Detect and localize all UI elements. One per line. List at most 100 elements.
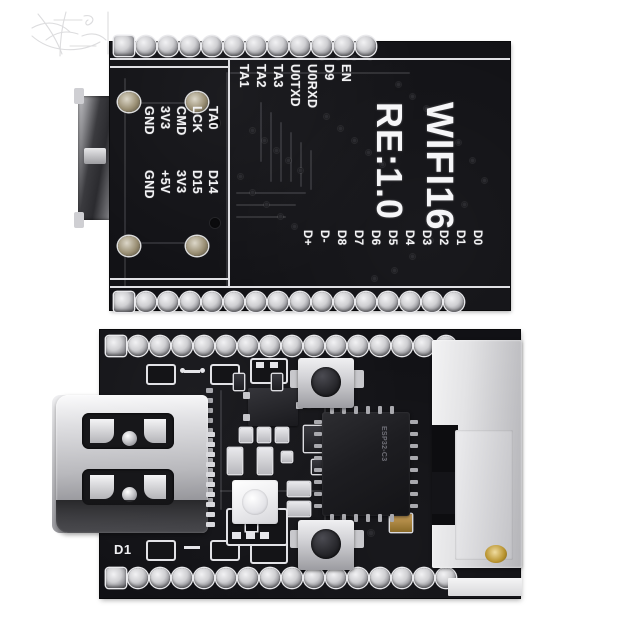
- smd-resistor: [258, 428, 270, 442]
- pad[interactable]: [128, 568, 148, 588]
- pad[interactable]: [216, 568, 236, 588]
- bottom-board-pad-row-top[interactable]: [106, 336, 456, 356]
- pad[interactable]: [202, 292, 222, 312]
- pad[interactable]: [356, 292, 376, 312]
- pad[interactable]: [414, 568, 434, 588]
- pad[interactable]: [356, 36, 376, 56]
- silk-label-5v: +5V: [158, 170, 172, 194]
- pad[interactable]: [158, 36, 178, 56]
- pad[interactable]: [106, 336, 126, 356]
- pad[interactable]: [106, 568, 126, 588]
- silk-label-d4: D4: [403, 230, 415, 246]
- pad[interactable]: [172, 568, 192, 588]
- pad[interactable]: [128, 336, 148, 356]
- smd-capacitor: [272, 374, 282, 390]
- pad[interactable]: [348, 568, 368, 588]
- pad[interactable]: [370, 336, 390, 356]
- silk-label-ta3: TA3: [271, 64, 285, 88]
- header-pad-row-top[interactable]: [114, 36, 376, 56]
- reset-button[interactable]: [298, 520, 354, 570]
- silk-mark: [256, 362, 264, 368]
- smd-capacitor: [390, 514, 412, 532]
- pad[interactable]: [312, 36, 332, 56]
- pad[interactable]: [158, 292, 178, 312]
- esp32-c3-mcu-chip: ESP32-C3: [322, 412, 410, 516]
- rgb-led: [232, 480, 278, 524]
- silk-label-gnd-b: GND: [142, 170, 156, 199]
- antenna-connector-pad: [485, 545, 507, 563]
- usb-c-shadow: [56, 500, 208, 533]
- silk-label-ta2: TA2: [254, 64, 268, 88]
- pad[interactable]: [378, 292, 398, 312]
- pad[interactable]: [246, 292, 266, 312]
- silk-board-revision: RE:1.0: [369, 102, 410, 221]
- pad[interactable]: [194, 336, 214, 356]
- silk-label-u0rxd: U0RXD: [305, 64, 319, 109]
- silk-label-3v3-b: 3V3: [174, 170, 188, 194]
- silk-label-lck: LCK: [190, 106, 204, 133]
- smd-resistor: [282, 452, 292, 462]
- pad[interactable]: [370, 568, 390, 588]
- pad[interactable]: [304, 336, 324, 356]
- pad[interactable]: [400, 292, 420, 312]
- silk-label-3v3-a: 3V3: [158, 106, 172, 130]
- pad[interactable]: [114, 292, 134, 312]
- pad[interactable]: [136, 36, 156, 56]
- pad[interactable]: [290, 36, 310, 56]
- pad[interactable]: [290, 292, 310, 312]
- smd-resistor: [258, 448, 272, 474]
- pad[interactable]: [150, 568, 170, 588]
- pad[interactable]: [216, 336, 236, 356]
- silk-mark: [270, 362, 278, 368]
- mounting-hole-bottom-left: [118, 236, 140, 256]
- pad[interactable]: [260, 568, 280, 588]
- silk-label-d1: D1: [454, 230, 466, 246]
- pad[interactable]: [150, 336, 170, 356]
- pad[interactable]: [180, 36, 200, 56]
- pad[interactable]: [444, 292, 464, 312]
- pad[interactable]: [202, 36, 222, 56]
- pad[interactable]: [268, 36, 288, 56]
- pad[interactable]: [238, 568, 258, 588]
- pad[interactable]: [180, 292, 200, 312]
- silk-label-d9: D9: [322, 64, 336, 81]
- pad[interactable]: [422, 292, 442, 312]
- pad[interactable]: [348, 336, 368, 356]
- pad[interactable]: [224, 36, 244, 56]
- micro-usb-shell-tab-upper: [74, 88, 84, 104]
- pad[interactable]: [334, 292, 354, 312]
- micro-usb-connector-top-board: [78, 96, 114, 220]
- pad[interactable]: [238, 336, 258, 356]
- pad[interactable]: [114, 36, 134, 56]
- pad[interactable]: [334, 36, 354, 56]
- silk-mark: [184, 370, 200, 373]
- module-label-strip: [448, 578, 522, 596]
- pad[interactable]: [260, 336, 280, 356]
- silk-label-u0txd: U0TXD: [288, 64, 302, 107]
- pad[interactable]: [282, 568, 302, 588]
- smd-capacitor: [234, 374, 244, 390]
- pad[interactable]: [246, 36, 266, 56]
- pad[interactable]: [224, 292, 244, 312]
- pad[interactable]: [136, 292, 156, 312]
- pad[interactable]: [268, 292, 288, 312]
- pad[interactable]: [312, 292, 332, 312]
- pad[interactable]: [326, 336, 346, 356]
- pad[interactable]: [392, 336, 412, 356]
- silk-label-d14: D14: [206, 170, 220, 195]
- silk-label-d3: D3: [420, 230, 432, 246]
- header-pad-row-bottom[interactable]: [114, 292, 464, 312]
- pad[interactable]: [282, 336, 302, 356]
- pad[interactable]: [326, 568, 346, 588]
- smd-resistor: [240, 428, 252, 442]
- silk-designator-d1: D1: [114, 542, 132, 557]
- bottom-board-pad-row-bottom[interactable]: [106, 568, 456, 588]
- pad[interactable]: [172, 336, 192, 356]
- pad[interactable]: [414, 336, 434, 356]
- silk-label-en: EN: [339, 64, 353, 83]
- mounting-hole-top-left: [118, 92, 140, 112]
- boot-button[interactable]: [298, 358, 354, 408]
- pad[interactable]: [304, 568, 324, 588]
- pad[interactable]: [392, 568, 412, 588]
- pad[interactable]: [194, 568, 214, 588]
